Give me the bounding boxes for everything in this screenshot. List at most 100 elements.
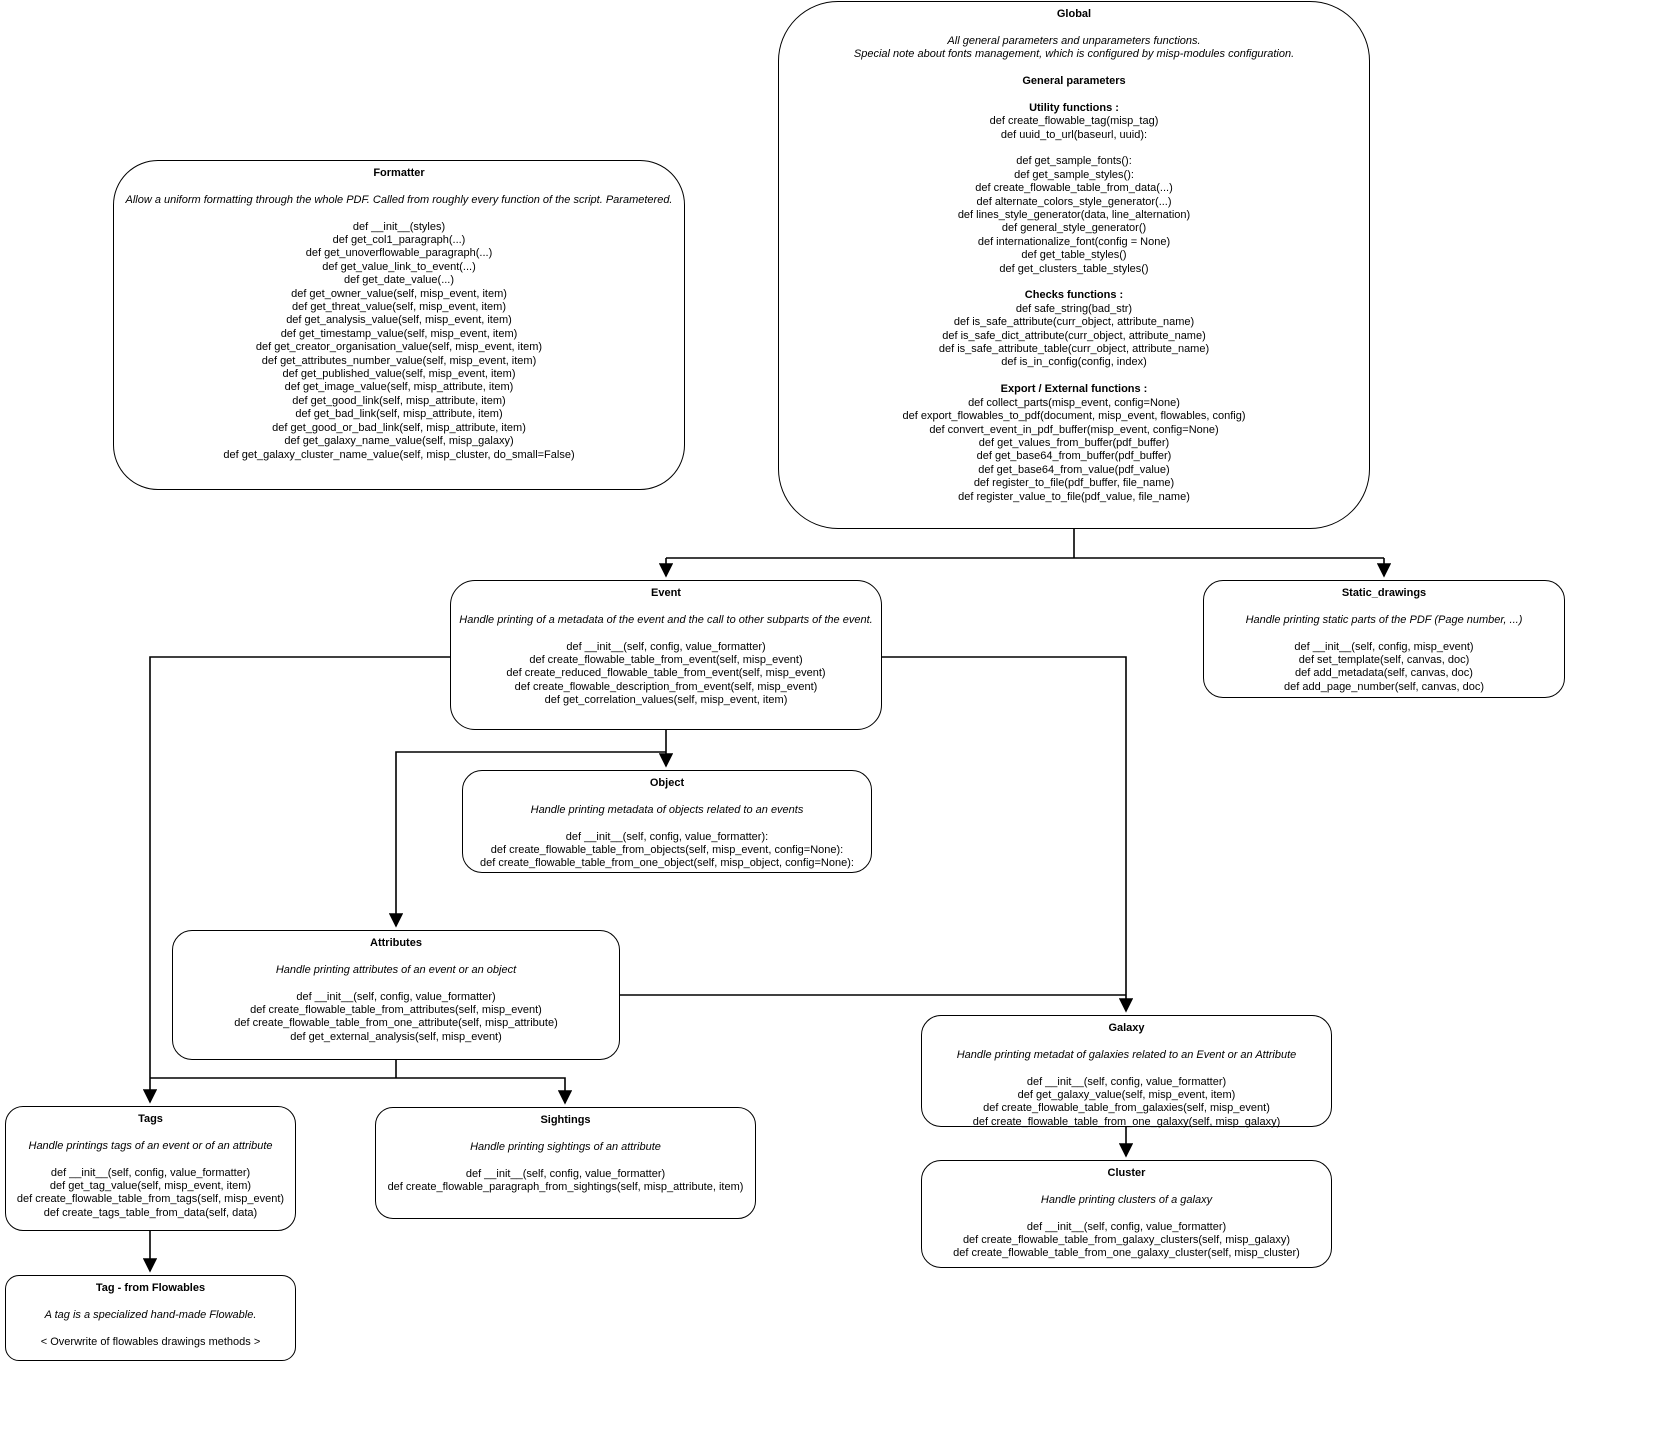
class-member-line: def internationalize_font(config = None) (977, 235, 1171, 248)
class-member-line: Export / External functions : (1000, 383, 1148, 396)
class-member-line: def get_creator_organisation_value(self,… (255, 341, 543, 354)
class-member-line: def uuid_to_url(baseurl, uuid): (1000, 128, 1148, 141)
class-member-line: def export_flowables_to_pdf(document, mi… (902, 410, 1246, 423)
class-member-line: def create_flowable_table_from_data(...) (975, 182, 1173, 195)
class-member-line: Handle printing metadat of galaxies rela… (956, 1048, 1297, 1061)
spacer-line (926, 1062, 1327, 1075)
class-member-line: Handle printing attributes of an event o… (275, 963, 517, 976)
class-member-line: def add_metadata(self, canvas, doc) (1295, 667, 1473, 680)
class-member-line: def create_flowable_description_from_eve… (514, 680, 818, 693)
class-member-line: def __init__(styles) (352, 220, 446, 233)
class-member-line: def create_tags_table_from_data(self, da… (43, 1206, 258, 1219)
class-member-line: def create_flowable_table_from_galaxies(… (983, 1102, 1270, 1115)
class-title-global: Global (1056, 8, 1092, 20)
spacer-line (783, 142, 1365, 155)
class-title-sightings: Sightings (540, 1114, 591, 1126)
class-member-line: def __init__(self, config, misp_event) (1294, 640, 1474, 653)
spacer-line (10, 1153, 291, 1166)
class-member-line: def alternate_colors_style_generator(...… (976, 195, 1172, 208)
spacer-line (10, 1126, 291, 1139)
class-member-line: def get_good_or_bad_link(self, misp_attr… (272, 421, 526, 434)
class-box-static-drawings: Static_drawings Handle printing static p… (1203, 580, 1565, 698)
class-box-attributes: Attributes Handle printing attributes of… (172, 930, 620, 1060)
class-member-line: def safe_string(bad_str) (1015, 302, 1133, 315)
class-member-line: def get_date_value(...) (343, 274, 455, 287)
class-member-line: def __init__(self, config, value_formatt… (565, 830, 769, 843)
class-member-line: def is_safe_dict_attribute(curr_object, … (942, 329, 1206, 342)
class-member-line: def create_flowable_table_from_event(sel… (529, 654, 803, 666)
class-member-line: Checks functions : (1024, 289, 1124, 302)
class-member-line: Handle printing clusters of a galaxy (1040, 1193, 1213, 1206)
class-members-static-drawings: Handle printing static parts of the PDF … (1208, 600, 1560, 694)
class-title-event: Event (651, 587, 681, 599)
class-members-attributes: Handle printing attributes of an event o… (177, 950, 615, 1044)
class-title-galaxy: Galaxy (1108, 1022, 1145, 1034)
class-member-line: def get_tag_value(self, misp_event, item… (49, 1180, 252, 1192)
class-member-line: def get_values_from_buffer(pdf_buffer) (978, 436, 1170, 449)
class-member-line: def create_flowable_table_from_objects(s… (490, 844, 844, 856)
class-members-global: All general parameters and unparameters … (783, 21, 1365, 504)
class-member-line: def get_col1_paragraph(...) (332, 234, 466, 246)
class-members-event: Handle printing of a metadata of the eve… (455, 600, 877, 707)
connector-attributes-to-sightings (396, 1077, 573, 1105)
class-member-line: def create_flowable_table_from_one_galax… (972, 1115, 1281, 1128)
class-member-line: def create_flowable_table_from_one_attri… (234, 1017, 558, 1030)
class-member-line: def __init__(self, config, value_formatt… (465, 1167, 666, 1180)
spacer-line (783, 276, 1365, 289)
class-member-line: General parameters (1022, 75, 1126, 87)
class-title-attributes: Attributes (370, 937, 422, 949)
class-member-line: def general_style_generator() (1001, 222, 1147, 235)
class-member-line: def get_unoverflowable_paragraph(...) (305, 247, 493, 260)
class-member-line: def create_flowable_table_from_tags(self… (16, 1193, 285, 1206)
class-member-line: def get_external_analysis(self, misp_eve… (290, 1030, 502, 1043)
class-members-tag-from-flowables: A tag is a specialized hand-made Flowabl… (10, 1295, 291, 1349)
class-member-line: def get_owner_value(self, misp_event, it… (291, 287, 507, 300)
spacer-line (783, 370, 1365, 383)
class-member-line: def get_galaxy_name_value(self, misp_gal… (284, 435, 514, 448)
class-member-line: Allow a uniform formatting through the w… (125, 193, 673, 206)
spacer-line (926, 1035, 1327, 1048)
class-member-line: def __init__(self, config, value_formatt… (1026, 1075, 1227, 1088)
class-member-line: def add_page_number(self, canvas, doc) (1284, 680, 1484, 693)
class-member-line: def is_in_config(config, index) (1001, 356, 1147, 369)
class-members-formatter: Allow a uniform formatting through the w… (118, 180, 680, 462)
class-box-event: Event Handle printing of a metadata of t… (450, 580, 882, 730)
class-members-tags: Handle printings tags of an event or of … (10, 1126, 291, 1220)
class-member-line: def get_value_link_to_event(...) (322, 260, 476, 273)
class-member-line: def get_base64_from_value(pdf_value) (978, 463, 1170, 476)
class-member-line: Special note about fonts management, whi… (853, 48, 1295, 61)
spacer-line (467, 817, 867, 830)
class-box-galaxy: Galaxy Handle printing metadat of galaxi… (921, 1015, 1332, 1128)
class-member-line: def __init__(self, config, value_formatt… (50, 1166, 251, 1179)
class-member-line: def create_flowable_table_from_one_objec… (480, 857, 854, 870)
class-member-line: def get_timestamp_value(self, misp_event… (280, 327, 518, 340)
class-member-line: def get_table_styles() (1021, 249, 1127, 262)
class-member-line: def create_flowable_tag(misp_tag) (989, 115, 1159, 128)
class-member-line: def create_flowable_table_from_one_galax… (953, 1247, 1300, 1260)
class-member-line: def get_sample_styles(): (1014, 168, 1134, 181)
spacer-line (10, 1295, 291, 1308)
class-member-line: def get_good_link(self, misp_attribute, … (292, 394, 506, 407)
spacer-line (177, 950, 615, 963)
spacer-line (380, 1154, 751, 1167)
class-members-object: Handle printing metadata of objects rela… (467, 790, 867, 870)
class-member-line: def get_clusters_table_styles() (999, 262, 1149, 275)
class-member-line: def register_value_to_file(pdf_value, fi… (958, 490, 1190, 503)
class-title-object: Object (649, 777, 685, 789)
class-member-line: def __init__(self, config, value_formatt… (1026, 1220, 1227, 1233)
class-member-line: def get_image_value(self, misp_attribute… (284, 381, 514, 394)
class-member-line: def collect_parts(misp_event, config=Non… (968, 396, 1180, 409)
class-member-line: Handle printing sightings of an attribut… (470, 1140, 661, 1153)
spacer-line (177, 977, 615, 990)
class-member-line: def get_published_value(self, misp_event… (282, 368, 516, 381)
class-member-line: Utility functions : (1029, 101, 1119, 114)
class-member-line: def get_galaxy_cluster_name_value(self, … (223, 448, 575, 461)
class-member-line: def convert_event_in_pdf_buffer(misp_eve… (929, 423, 1219, 436)
class-box-object: Object Handle printing metadata of objec… (462, 770, 872, 873)
class-member-line: def get_threat_value(self, misp_event, i… (291, 301, 506, 314)
class-member-line: def create_flowable_paragraph_from_sight… (387, 1181, 744, 1193)
class-member-line: Handle printing static parts of the PDF … (1245, 613, 1523, 626)
spacer-line (455, 600, 877, 613)
class-member-line: def create_flowable_table_from_attribute… (250, 1004, 542, 1016)
